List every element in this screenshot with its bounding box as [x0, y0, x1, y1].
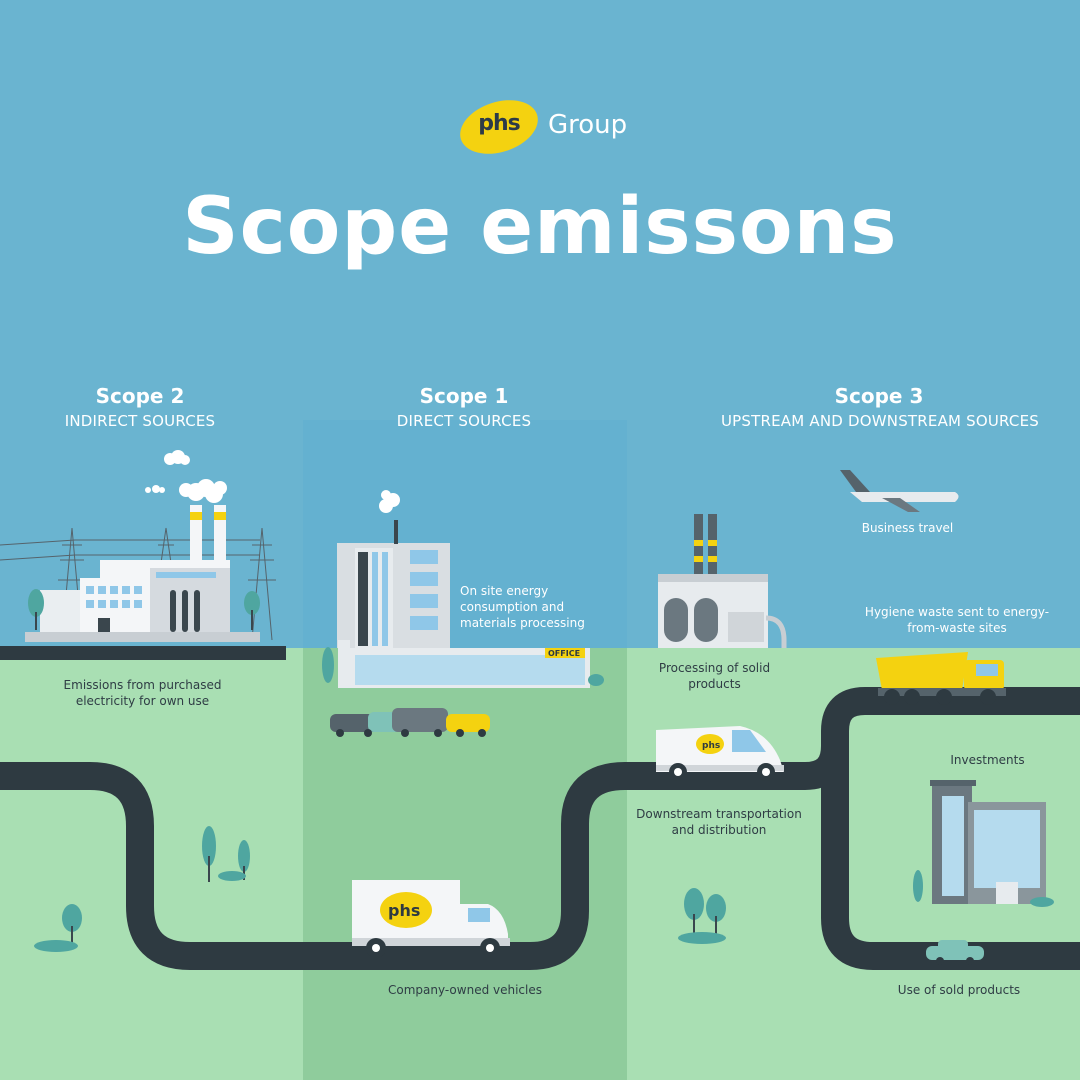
- label-business-travel: Business travel: [861, 521, 954, 535]
- label-purchased-electricity: Emissions from purchased electricity for…: [63, 678, 222, 708]
- office-sign: OFFICE: [548, 649, 580, 658]
- road-branch: [821, 746, 1080, 970]
- scope1-heading: Scope 1: [419, 384, 509, 408]
- label-hygiene-waste: Hygiene waste sent to energy-from-waste …: [864, 605, 1050, 635]
- box-truck: [352, 880, 510, 958]
- page-title: Scope emissons: [182, 182, 898, 272]
- label-investments: Investments: [950, 753, 1025, 767]
- label-processing: Processing of solid products: [658, 661, 771, 691]
- brand-badge: phs: [478, 111, 521, 136]
- processing-factory: [658, 514, 787, 648]
- airplane: [840, 470, 959, 512]
- scope2-heading: Scope 2: [95, 384, 185, 408]
- phs-logo-icon: [460, 100, 538, 154]
- parked-cars: [330, 708, 490, 737]
- dump-truck: [876, 652, 1006, 705]
- label-downstream-transport: Downstream transportation and distributi…: [636, 807, 802, 837]
- label-company-vehicles: Company-owned vehicles: [388, 983, 542, 997]
- scope2-platform: [0, 646, 286, 660]
- power-lines: [0, 527, 276, 641]
- van-logo: phs: [702, 741, 720, 751]
- power-plant: [25, 450, 260, 642]
- label-onsite-energy: On site energy consumption and materials…: [460, 584, 585, 630]
- scope3-subheading: UPSTREAM AND DOWNSTREAM SOURCES: [721, 412, 1039, 430]
- trees: [34, 826, 726, 952]
- scope2-subheading: INDIRECT SOURCES: [64, 412, 216, 430]
- scope1-subheading: DIRECT SOURCES: [396, 412, 532, 430]
- scope3-heading: Scope 3: [834, 384, 924, 408]
- small-car: [926, 940, 984, 965]
- office-building: [322, 490, 604, 688]
- brand-group: Group: [548, 110, 628, 140]
- van: [656, 726, 784, 781]
- truck-logo: phs: [388, 901, 420, 920]
- investments-building: [913, 780, 1054, 907]
- label-use-of-sold-products: Use of sold products: [897, 983, 1021, 997]
